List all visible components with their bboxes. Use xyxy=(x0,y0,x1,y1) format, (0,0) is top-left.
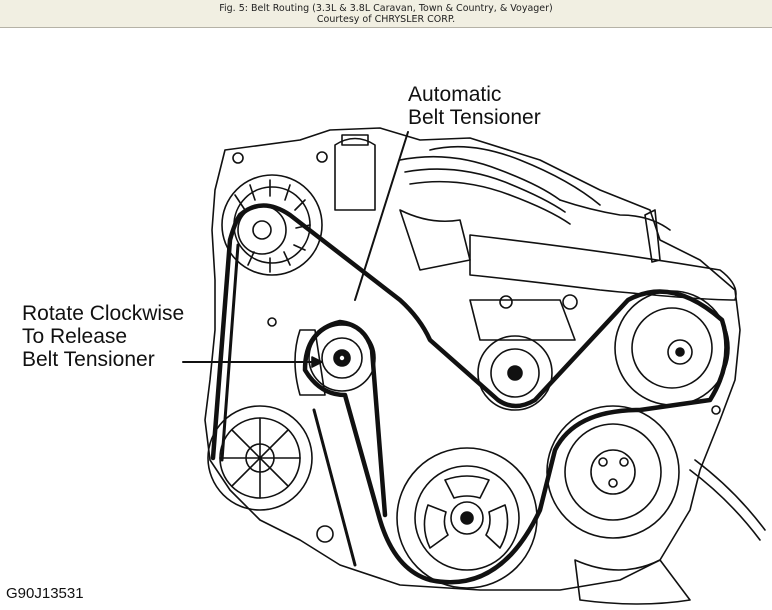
engine-drawing xyxy=(182,127,766,605)
crankshaft-pulley-windows xyxy=(423,475,509,549)
tensioner-pulley-bolt xyxy=(338,354,346,362)
bracket-mid xyxy=(469,299,576,341)
tensioner-arm xyxy=(294,329,326,396)
automatic-tensioner-label-line2: Belt Tensioner xyxy=(408,106,541,129)
belt-inner-run xyxy=(220,243,357,567)
ac-clutch-hole-3 xyxy=(608,478,618,488)
reservoir-cap xyxy=(341,134,369,146)
ac-clutch-hole-1 xyxy=(598,457,608,467)
crankshaft-pulley-hub xyxy=(450,501,484,535)
rotate-label-line1: Rotate Clockwise xyxy=(22,302,185,325)
bolt-2 xyxy=(232,152,244,164)
rotate-label-line2: To Release xyxy=(22,325,128,348)
alternator-body xyxy=(221,174,323,276)
wiring-harness-1 xyxy=(399,155,561,201)
ac-clutch-hole-2 xyxy=(619,457,629,467)
alternator-fan-blades xyxy=(234,179,311,273)
bolt-6 xyxy=(562,294,578,310)
fluid-reservoir xyxy=(334,137,376,211)
figure-id: G90J13531 xyxy=(6,585,84,602)
upper-hose xyxy=(469,234,737,301)
hose-lower-right xyxy=(689,469,761,541)
water-pump-hub xyxy=(245,443,275,473)
water-pump-pulley xyxy=(207,405,313,511)
automatic-tensioner-label-line1: Automatic xyxy=(408,83,502,106)
bolt-1 xyxy=(316,151,328,163)
bolt-7 xyxy=(499,295,513,309)
idler-pulley-hub xyxy=(507,365,523,381)
alternator-pulley-hub xyxy=(252,220,272,240)
wiring-harness-5 xyxy=(559,199,671,231)
idler-pulley xyxy=(477,335,553,411)
rotate-label-line3: Belt Tensioner xyxy=(22,348,155,371)
belt-routing-diagram xyxy=(0,29,772,610)
bolt-3 xyxy=(267,317,277,327)
automatic-tensioner-label: Automatic Belt Tensioner xyxy=(408,83,541,129)
engine-block-outline xyxy=(204,127,741,591)
wiring-harness-2 xyxy=(404,168,566,213)
bolt-5 xyxy=(711,405,721,415)
hose-lower-right-2 xyxy=(694,459,766,531)
figure-caption: Fig. 5: Belt Routing (3.3L & 3.8L Carava… xyxy=(0,0,772,28)
ac-compressor-clutch xyxy=(590,449,636,495)
ac-compressor-pulley xyxy=(546,405,680,539)
power-steering-pulley-hub xyxy=(667,339,693,365)
wiring-harness-4 xyxy=(429,145,601,206)
caption-credit: Courtesy of CHRYSLER CORP. xyxy=(316,14,456,25)
lower-bracket xyxy=(574,559,691,605)
leader-automatic-tensioner xyxy=(354,131,409,301)
power-steering-pulley-inner xyxy=(631,307,713,389)
drive-belt xyxy=(210,203,729,585)
ac-compressor-pulley-inner xyxy=(564,423,662,521)
tensioner-pulley xyxy=(308,324,376,392)
crankshaft-pulley-bolt xyxy=(460,511,474,525)
crankshaft-pulley-inner xyxy=(414,465,520,571)
water-pump-spokes xyxy=(219,417,301,499)
caption-title: Fig. 5: Belt Routing (3.3L & 3.8L Carava… xyxy=(219,3,553,14)
leader-arrowhead xyxy=(311,356,323,368)
dipstick xyxy=(644,209,661,263)
power-steering-pulley-center xyxy=(675,347,685,357)
wiring-harness-3 xyxy=(409,180,571,225)
bracket-upper xyxy=(399,209,471,271)
idler-pulley-inner xyxy=(490,348,540,398)
tensioner-pulley-inner xyxy=(321,337,363,379)
bolt-4 xyxy=(316,525,334,543)
rotate-clockwise-label: Rotate Clockwise To Release Belt Tension… xyxy=(22,302,184,371)
